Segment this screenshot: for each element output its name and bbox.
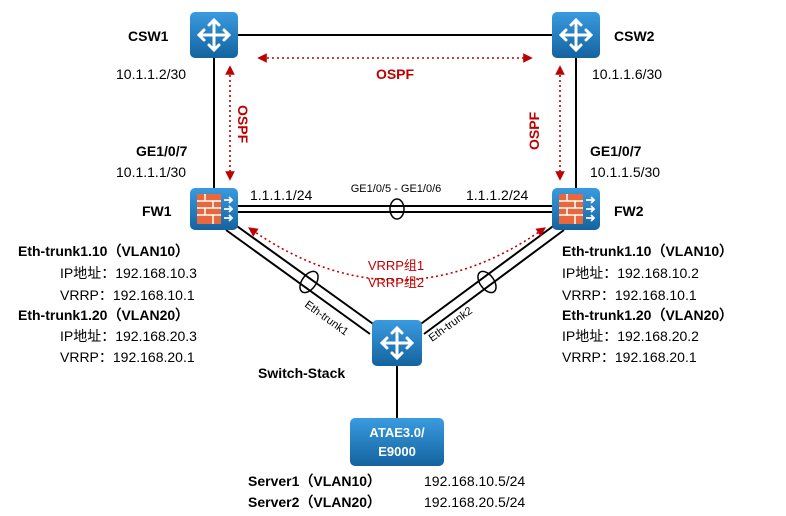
link-trunk2-b bbox=[423, 229, 565, 335]
fw2-vlan20-vrrp: VRRP：192.168.20.1 bbox=[562, 349, 697, 365]
csw2-ip: 10.1.1.6/30 bbox=[592, 66, 662, 82]
ospf-top-label: OSPF bbox=[376, 66, 415, 82]
server1-ip: 192.168.10.5/24 bbox=[424, 473, 525, 489]
fw2-vlan10-title: Eth-trunk1.10（VLAN10） bbox=[562, 243, 733, 259]
csw1-device[interactable] bbox=[190, 12, 238, 58]
heartbeat-bundle-mark bbox=[389, 198, 405, 220]
trunk1-bundle-mark bbox=[299, 270, 319, 294]
router-arrows-icon bbox=[558, 17, 594, 53]
fw1-vlan10-ip: IP地址：192.168.10.3 bbox=[60, 265, 197, 281]
router-arrows-icon bbox=[379, 325, 415, 361]
fw2-device[interactable] bbox=[552, 188, 600, 230]
vrrp-group1-label: VRRP组1 bbox=[368, 258, 424, 273]
link-trunk2-a bbox=[417, 223, 557, 327]
csw2-device[interactable] bbox=[552, 12, 600, 58]
fw1-heartbeat-ip: 1.1.1.1/24 bbox=[250, 187, 312, 203]
fw2-vlan20-ip: IP地址：192.168.20.2 bbox=[562, 328, 699, 344]
fw1-name: FW1 bbox=[142, 203, 172, 219]
link-trunk1-b bbox=[225, 229, 371, 335]
fw1-port: GE1/0/7 bbox=[136, 143, 188, 159]
router-arrows-icon bbox=[196, 17, 232, 53]
server1-name: Server1（VLAN10） bbox=[248, 473, 381, 489]
fw2-vlan10-ip: IP地址：192.168.10.2 bbox=[562, 265, 699, 281]
csw2-name: CSW2 bbox=[614, 28, 655, 44]
fw1-vlan20-ip: IP地址：192.168.20.3 bbox=[60, 328, 197, 344]
switch-stack-name: Switch-Stack bbox=[258, 365, 345, 381]
vrrp-arrow bbox=[248, 227, 546, 281]
ospf-left-label: OSPF bbox=[235, 105, 251, 144]
heartbeat-link-label: GE1/0/5 - GE1/0/6 bbox=[351, 183, 442, 195]
fw2-name: FW2 bbox=[614, 203, 644, 219]
fw2-vlan20-title: Eth-trunk1.20（VLAN20） bbox=[562, 307, 733, 323]
trunk2-label: Eth-trunk2 bbox=[427, 305, 475, 345]
ospf-right-label: OSPF bbox=[526, 111, 542, 150]
server2-ip: 192.168.20.5/24 bbox=[424, 494, 525, 510]
fw1-ip: 10.1.1.1/30 bbox=[116, 164, 186, 180]
fw1-device[interactable] bbox=[190, 188, 238, 230]
links bbox=[213, 34, 577, 418]
switch-stack-device[interactable] bbox=[372, 320, 422, 366]
fw2-vlan10-vrrp: VRRP：192.168.10.1 bbox=[562, 287, 697, 303]
firewall-brick-icon bbox=[559, 194, 596, 224]
fw1-vlan20-vrrp: VRRP：192.168.20.1 bbox=[60, 349, 195, 365]
firewall-brick-icon bbox=[197, 194, 234, 224]
server2-name: Server2（VLAN20） bbox=[248, 494, 381, 510]
fw2-heartbeat-ip: 1.1.1.2/24 bbox=[466, 187, 528, 203]
vrrp-group2-label: VRRP组2 bbox=[368, 275, 424, 290]
protocol-arrows bbox=[225, 53, 565, 281]
fw1-vlan10-title: Eth-trunk1.10（VLAN10） bbox=[18, 243, 189, 259]
fw1-vlan10-vrrp: VRRP：192.168.10.1 bbox=[60, 287, 195, 303]
server-device[interactable]: ATAE3.0/ E9000 bbox=[350, 418, 444, 466]
fw2-port: GE1/0/7 bbox=[590, 143, 642, 159]
server-label-line2: E9000 bbox=[378, 444, 416, 459]
fw2-ip: 10.1.1.5/30 bbox=[590, 164, 660, 180]
csw1-ip: 10.1.1.2/30 bbox=[116, 66, 186, 82]
trunk1-label: Eth-trunk1 bbox=[302, 299, 350, 339]
server-label-line1: ATAE3.0/ bbox=[369, 425, 425, 440]
csw1-name: CSW1 bbox=[128, 28, 169, 44]
trunk2-bundle-mark bbox=[477, 270, 497, 294]
fw1-vlan20-title: Eth-trunk1.20（VLAN20） bbox=[18, 307, 189, 323]
